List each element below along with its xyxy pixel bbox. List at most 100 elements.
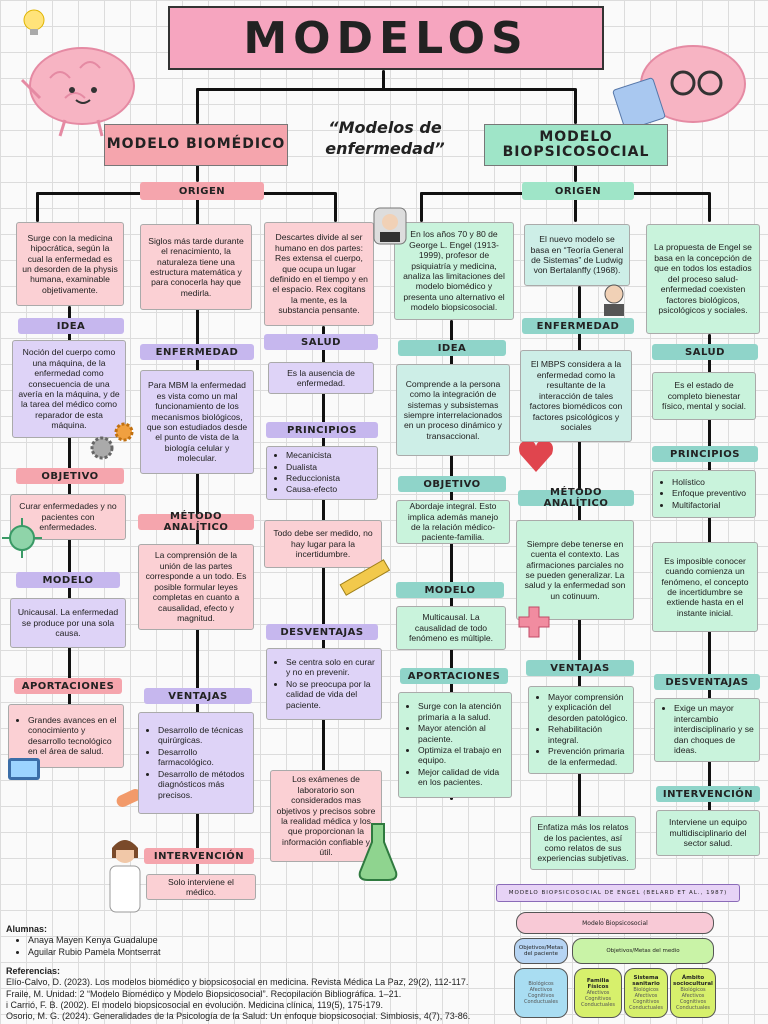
engel-main: Modelo Biopsicosocial — [516, 912, 714, 934]
referencias-title: Referencias: — [6, 966, 61, 976]
aportacion-item: Mayor atención al paciente. — [418, 723, 506, 744]
aportacion-item: Optimiza el trabajo en equipo. — [418, 745, 506, 766]
engel-left-head: Objetivos/Metas del paciente — [514, 938, 568, 964]
virus-icon — [2, 518, 42, 558]
enfermedad-biopsicosocial: El MBPS considera a la enfermedad como l… — [520, 350, 632, 442]
engel-title: MODELO BIOPSICOSOCIAL DE ENGEL (BELARD E… — [496, 884, 740, 902]
aportacion-item: Grandes avances en el conocimiento y des… — [28, 715, 118, 757]
medical-cross-icon — [518, 606, 550, 638]
flask-icon — [358, 823, 398, 881]
label-desventajas-biomedico: DESVENTAJAS — [266, 624, 378, 640]
principio-item: Reduccionista — [286, 473, 340, 483]
principio-item: Holístico — [672, 477, 746, 487]
tablet-icon — [8, 758, 40, 780]
label-metodo-biomedico: MÉTODO ANALÍTICO — [138, 511, 254, 533]
origen-3-biopsicosocial: La propuesta de Engel se basa en la conc… — [646, 224, 760, 334]
ventaja-item: Rehabilitación integral. — [548, 724, 628, 745]
medido-biomedico: Todo debe ser medido, no hay lugar para … — [264, 520, 382, 568]
principio-item: Multifactorial — [672, 500, 746, 510]
referencias-section: Referencias: Elío-Calvo, D. (2023). Los … — [6, 966, 494, 1022]
label-enfermedad-biomedico: ENFERMEDAD — [140, 344, 254, 360]
label-origen-biomedico: ORIGEN — [140, 182, 264, 200]
referencia-item: i Carrió, F. B. (2002). El modelo biopsi… — [6, 999, 384, 1010]
ruler-icon — [339, 559, 391, 596]
aportaciones-biopsicosocial: Surge con la atención primaria a la salu… — [398, 692, 512, 798]
label-intervencion-biopsicosocial: INTERVENCIÓN — [656, 786, 760, 802]
origen-1-biopsicosocial: En los años 70 y 80 de George L. Engel (… — [394, 222, 514, 320]
label-modelo-biopsicosocial: MODELO — [396, 582, 504, 598]
label-idea-biomedico: IDEA — [18, 318, 124, 334]
ventaja-item: Prevención primaria de la enfermedad. — [548, 746, 628, 767]
origen-2-biopsicosocial: El nuevo modelo se basa en “Teoría Gener… — [524, 224, 630, 286]
origen-3-biomedico: Descartes divide al ser humano en dos pa… — [264, 222, 374, 326]
principios-biopsicosocial: Holístico Enfoque preventivo Multifactor… — [652, 470, 756, 518]
aportaciones-biomedico: Grandes avances en el conocimiento y des… — [8, 704, 124, 768]
engel-col-1-items: Biológicos Afectivos Cognitivos Conductu… — [523, 981, 559, 1005]
label-aportaciones-biopsicosocial: APORTACIONES — [400, 668, 508, 684]
header-biopsicosocial: MODELO BIOPSICOSOCIAL — [484, 124, 668, 166]
alumna-item: Aguilar Rubio Pamela Montserrat — [28, 947, 306, 958]
doctor-icon — [109, 840, 141, 913]
label-modelo-biomedico: MODELO — [16, 572, 120, 588]
aportacion-item: Surge con la atención primaria a la salu… — [418, 701, 506, 722]
label-enfermedad-biopsicosocial: ENFERMEDAD — [522, 318, 634, 334]
header-biomedico: MODELO BIOMÉDICO — [104, 124, 288, 166]
brain-mascot-icon — [20, 47, 135, 137]
subtitle-quote: “Modelos de enfermedad” — [325, 118, 445, 158]
label-salud-biomedico: SALUD — [264, 334, 378, 350]
modelo-biopsicosocial: Multicausal. La causalidad de todo fenóm… — [396, 606, 506, 650]
label-idea-biopsicosocial: IDEA — [398, 340, 506, 356]
ventajas-biomedico: Desarrollo de técnicas quirúrgicas. Desa… — [138, 712, 254, 814]
idea-biopsicosocial: Comprende a la persona como la integraci… — [396, 364, 510, 456]
engel-col-3-items: Biológicos Afectivos Cognitivos Conductu… — [628, 987, 664, 1011]
alumnas-section: Alumnas: Anaya Mayen Kenya Guadalupe Agu… — [6, 924, 306, 958]
label-ventajas-biomedico: VENTAJAS — [144, 688, 252, 704]
bertalanffy-portrait-icon — [604, 284, 624, 316]
modelo-biomedico: Unicausal. La enfermedad se produce por … — [10, 598, 126, 648]
principio-item: Mecanicista — [286, 450, 340, 460]
ventaja-item: Mayor comprensión y explicación del deso… — [548, 692, 628, 723]
label-desventajas-biopsicosocial: DESVENTAJAS — [654, 674, 760, 690]
referencia-item: Fraile, M. Unidad: 2 “Modelo Biomédico y… — [6, 988, 402, 999]
ventaja-item: Desarrollo de métodos diagnósticos más p… — [158, 769, 248, 800]
salud-biopsicosocial: Es el estado de completo bienestar físic… — [652, 372, 756, 420]
examenes-biomedico: Los exámenes de laboratorio son consider… — [270, 770, 382, 862]
desventaja-item: No se preocupa por la calidad de vida de… — [286, 679, 376, 710]
intervencion-biopsicosocial: Interviene un equipo multidisciplinario … — [656, 810, 760, 856]
label-aportaciones-biomedico: APORTACIONES — [14, 678, 122, 694]
label-principios-biopsicosocial: PRINCIPIOS — [652, 446, 758, 462]
engel-col-3-title: Sistema sanitario — [632, 975, 660, 987]
label-intervencion-biomedico: INTERVENCIÓN — [144, 848, 254, 864]
label-objetivo-biomedico: OBJETIVO — [16, 468, 124, 484]
label-objetivo-biopsicosocial: OBJETIVO — [398, 476, 506, 492]
engel-col-1: Biológicos Afectivos Cognitivos Conductu… — [514, 968, 568, 1018]
origen-2-biomedico: Siglos más tarde durante el renacimiento… — [140, 224, 252, 310]
engel-col-3: Sistema sanitario Biológicos Afectivos C… — [624, 968, 668, 1018]
objetivo-biomedico: Curar enfermedades y no pacientes con en… — [10, 494, 126, 540]
principio-item: Dualista — [286, 462, 340, 472]
alumnas-title: Alumnas: — [6, 924, 48, 934]
ventaja-item: Desarrollo farmacológico. — [158, 747, 248, 768]
label-origen-biopsicosocial: ORIGEN — [522, 182, 634, 200]
principios-biomedico: Mecanicista Dualista Reduccionista Causa… — [266, 446, 378, 500]
principio-item: Enfoque preventivo — [672, 488, 746, 498]
alumna-item: Anaya Mayen Kenya Guadalupe — [28, 935, 306, 946]
desventajas-biopsicosocial: Exige un mayor intercambio interdiscipli… — [654, 698, 760, 762]
engel-portrait-icon — [373, 207, 407, 245]
referencia-item: Elío-Calvo, D. (2023). Los modelos biomé… — [6, 977, 469, 988]
enfermedad-biomedico: Para MBM la enfermedad es vista como un … — [140, 370, 254, 474]
label-metodo-biopsicosocial: MÉTODO ANALÍTICO — [518, 487, 634, 509]
origen-1-biomedico: Surge con la medicina hipocrática, según… — [16, 222, 124, 306]
gears-icon — [90, 422, 134, 460]
relatos-biopsicosocial: Enfatiza más los relatos de los paciente… — [530, 816, 636, 870]
metodo-biopsicosocial: Siempre debe tenerse en cuenta el contex… — [516, 520, 634, 620]
metodo-biomedico: La comprensión de la unión de las partes… — [138, 544, 254, 630]
salud-biomedico: Es la ausencia de enfermedad. — [268, 362, 374, 394]
label-ventajas-biopsicosocial: VENTAJAS — [526, 660, 634, 676]
engel-col-4: Ámbito sociocultural Biológicos Afectivo… — [670, 968, 716, 1018]
heart-icon — [519, 440, 553, 472]
engel-col-4-title: Ámbito sociocultural — [673, 975, 713, 987]
ventajas-biopsicosocial: Mayor comprensión y explicación del deso… — [528, 686, 634, 774]
aportacion-item: Mejor calidad de vida en los pacientes. — [418, 767, 506, 788]
referencia-item: Osorio, M. G. (2024). Generalidades de l… — [6, 1011, 471, 1021]
